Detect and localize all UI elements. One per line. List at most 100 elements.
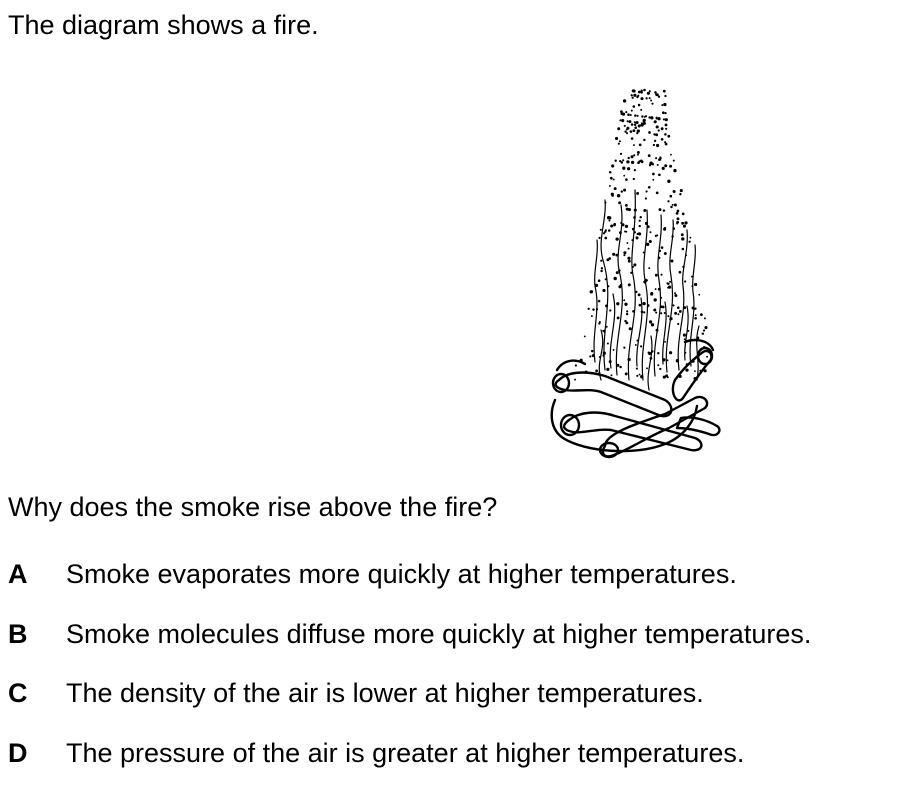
smoke-dot	[641, 115, 643, 117]
smoke-dot	[660, 312, 662, 314]
smoke-dot	[658, 129, 660, 131]
smoke-dot	[610, 177, 613, 180]
smoke-dot	[638, 160, 640, 162]
smoke-dot	[630, 114, 632, 116]
smoke-dot	[591, 350, 593, 352]
smoke-dot	[654, 298, 657, 301]
option-c[interactable]: C The density of the air is lower at hig…	[8, 676, 920, 736]
smoke-dot	[677, 306, 680, 309]
smoke-dot	[628, 248, 630, 250]
smoke-dot	[625, 111, 627, 113]
smoke-dot	[611, 164, 614, 167]
smoke-dot	[656, 144, 659, 147]
smoke-dot	[663, 103, 666, 106]
smoke-dot	[601, 267, 603, 269]
smoke-dot	[676, 212, 679, 215]
smoke-dot	[665, 143, 668, 146]
smoke-dot	[633, 94, 636, 97]
smoke-dot	[674, 312, 677, 315]
option-b[interactable]: B Smoke molecules diffuse more quickly a…	[8, 617, 920, 677]
smoke-dot	[634, 114, 637, 117]
smoke-dot	[657, 352, 659, 354]
smoke-dot	[677, 217, 680, 220]
smoke-dot	[637, 233, 639, 235]
smoke-dot	[650, 231, 652, 233]
smoke-dot	[682, 213, 685, 216]
smoke-dot	[655, 288, 657, 290]
smoke-dot	[677, 313, 679, 315]
smoke-dot	[618, 201, 621, 204]
smoke-dot	[622, 113, 625, 116]
smoke-dot	[624, 125, 626, 127]
smoke-dot	[649, 320, 652, 323]
smoke-dot	[623, 99, 626, 102]
smoke-dot	[632, 97, 634, 99]
smoke-dot	[654, 91, 657, 94]
answer-options: A Smoke evaporates more quickly at highe…	[8, 557, 920, 795]
smoke-dot	[704, 317, 706, 319]
smoke-dot	[677, 210, 680, 213]
smoke-dot	[698, 294, 700, 296]
option-letter: B	[8, 617, 66, 651]
smoke-dot	[600, 260, 602, 262]
smoke-dot	[598, 322, 600, 324]
smoke-dot	[649, 97, 651, 99]
smoke-dot	[670, 206, 672, 208]
smoke-dot	[631, 137, 634, 140]
option-a[interactable]: A Smoke evaporates more quickly at highe…	[8, 557, 920, 617]
smoke-dot	[626, 132, 628, 134]
smoke-dot	[592, 308, 594, 310]
smoke-dot	[645, 197, 647, 199]
smoke-dot	[658, 96, 660, 98]
smoke-dot	[589, 355, 591, 357]
smoke-dot	[667, 200, 669, 202]
smoke-dot	[673, 169, 676, 172]
smoke-dot	[653, 144, 655, 146]
option-text: The density of the air is lower at highe…	[66, 676, 920, 710]
smoke-dot	[609, 171, 612, 174]
smoke-dot	[674, 294, 677, 297]
smoke-dot	[639, 374, 641, 376]
option-letter: C	[8, 676, 66, 710]
smoke-dot	[619, 140, 621, 142]
smoke-dot	[634, 124, 636, 126]
smoke-dot	[694, 283, 697, 286]
smoke-dot	[629, 327, 632, 330]
smoke-dot	[651, 103, 653, 105]
smoke-dot	[643, 209, 646, 212]
smoke-dot	[626, 160, 629, 163]
smoke-dot	[643, 139, 645, 141]
logs	[552, 340, 720, 457]
smoke-dot	[638, 104, 641, 107]
smoke-dot	[664, 95, 666, 97]
smoke-dot	[659, 368, 661, 370]
smoke-dot	[669, 165, 672, 168]
smoke-dot	[652, 173, 655, 176]
smoke-dot	[625, 204, 628, 207]
smoke-dot	[616, 271, 619, 274]
option-text: Smoke molecules diffuse more quickly at …	[66, 617, 920, 651]
smoke-dot	[612, 253, 615, 256]
smoke-dot	[639, 304, 642, 307]
option-d[interactable]: D The pressure of the air is greater at …	[8, 736, 920, 795]
smoke-dot	[595, 370, 598, 373]
smoke-dot	[680, 189, 683, 192]
smoke-dot	[679, 310, 682, 313]
smoke-dot	[636, 368, 638, 370]
smoke-dot	[622, 167, 625, 170]
smoke-dot	[639, 225, 641, 227]
smoke-dot	[684, 280, 686, 282]
smoke-dot	[655, 117, 657, 119]
smoke-dot	[649, 90, 651, 92]
smoke-dot	[650, 116, 653, 119]
smoke-dot	[604, 237, 607, 240]
smoke-dot	[652, 179, 654, 181]
smoke-dot	[665, 123, 668, 126]
smoke-dot	[661, 138, 664, 141]
smoke-dot	[591, 315, 593, 317]
smoke-dot	[637, 115, 639, 117]
smoke-dot	[631, 110, 633, 112]
smoke-dot	[646, 367, 648, 369]
smoke-dot	[655, 157, 657, 159]
smoke-dot	[623, 189, 626, 192]
